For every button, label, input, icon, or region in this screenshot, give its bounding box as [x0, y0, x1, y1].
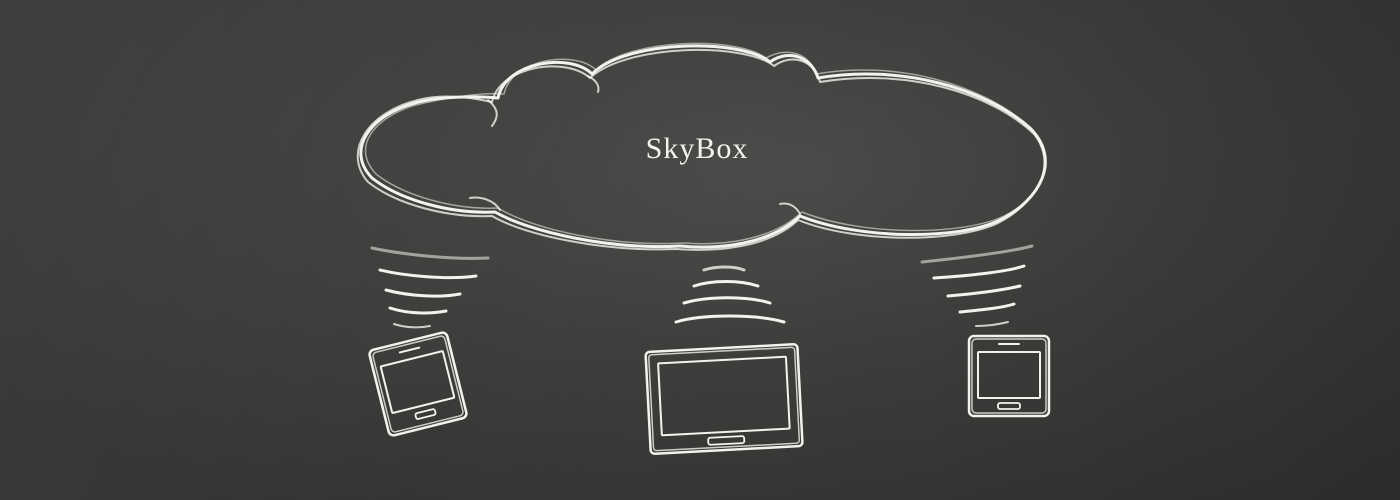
- smartphone-icon: [967, 334, 1051, 418]
- cloud-icon: [356, 42, 1047, 251]
- cloud-label: SkyBox: [646, 132, 749, 165]
- wifi-signal-icon: [370, 246, 490, 329]
- smartphone-icon: [368, 331, 468, 437]
- tablet-icon: [644, 343, 804, 455]
- wifi-signal-icon: [674, 265, 786, 324]
- wifi-signal-icon: [920, 244, 1034, 327]
